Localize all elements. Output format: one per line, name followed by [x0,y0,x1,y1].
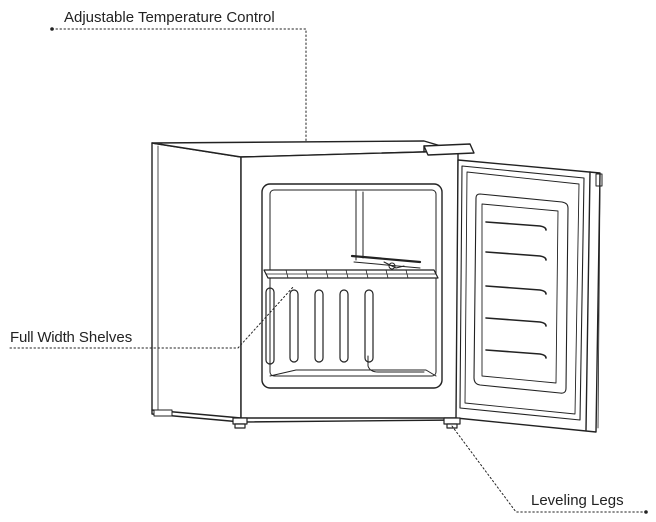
interior-cavity [261,183,443,389]
callout-full-width-shelves: Full Width Shelves [10,329,132,347]
leader-legs [451,425,647,513]
open-door [443,159,603,433]
callout-shelves-text-1: Full Width [10,329,75,346]
leader-lines [9,28,647,513]
callout-shelves-text-2: Shelves [78,329,133,346]
freezer-compartment [350,254,422,270]
interior-ribs [265,287,374,365]
callout-legs-text: Leveling Legs [531,492,624,509]
callout-temperature-text: Adjustable Temperature Control [64,9,275,26]
leader-temperature [51,28,307,142]
callout-temperature-control: Adjustable Temperature Control [64,9,275,27]
thermostat-housing [423,143,475,156]
leader-dot-temperature [50,27,54,31]
front-leg [232,417,248,429]
leader-dot-legs [644,510,648,514]
leader-shelves [9,285,295,349]
callout-leveling-legs: Leveling Legs [531,492,624,510]
rear-foot [153,409,173,417]
wire-shelf [263,269,439,279]
